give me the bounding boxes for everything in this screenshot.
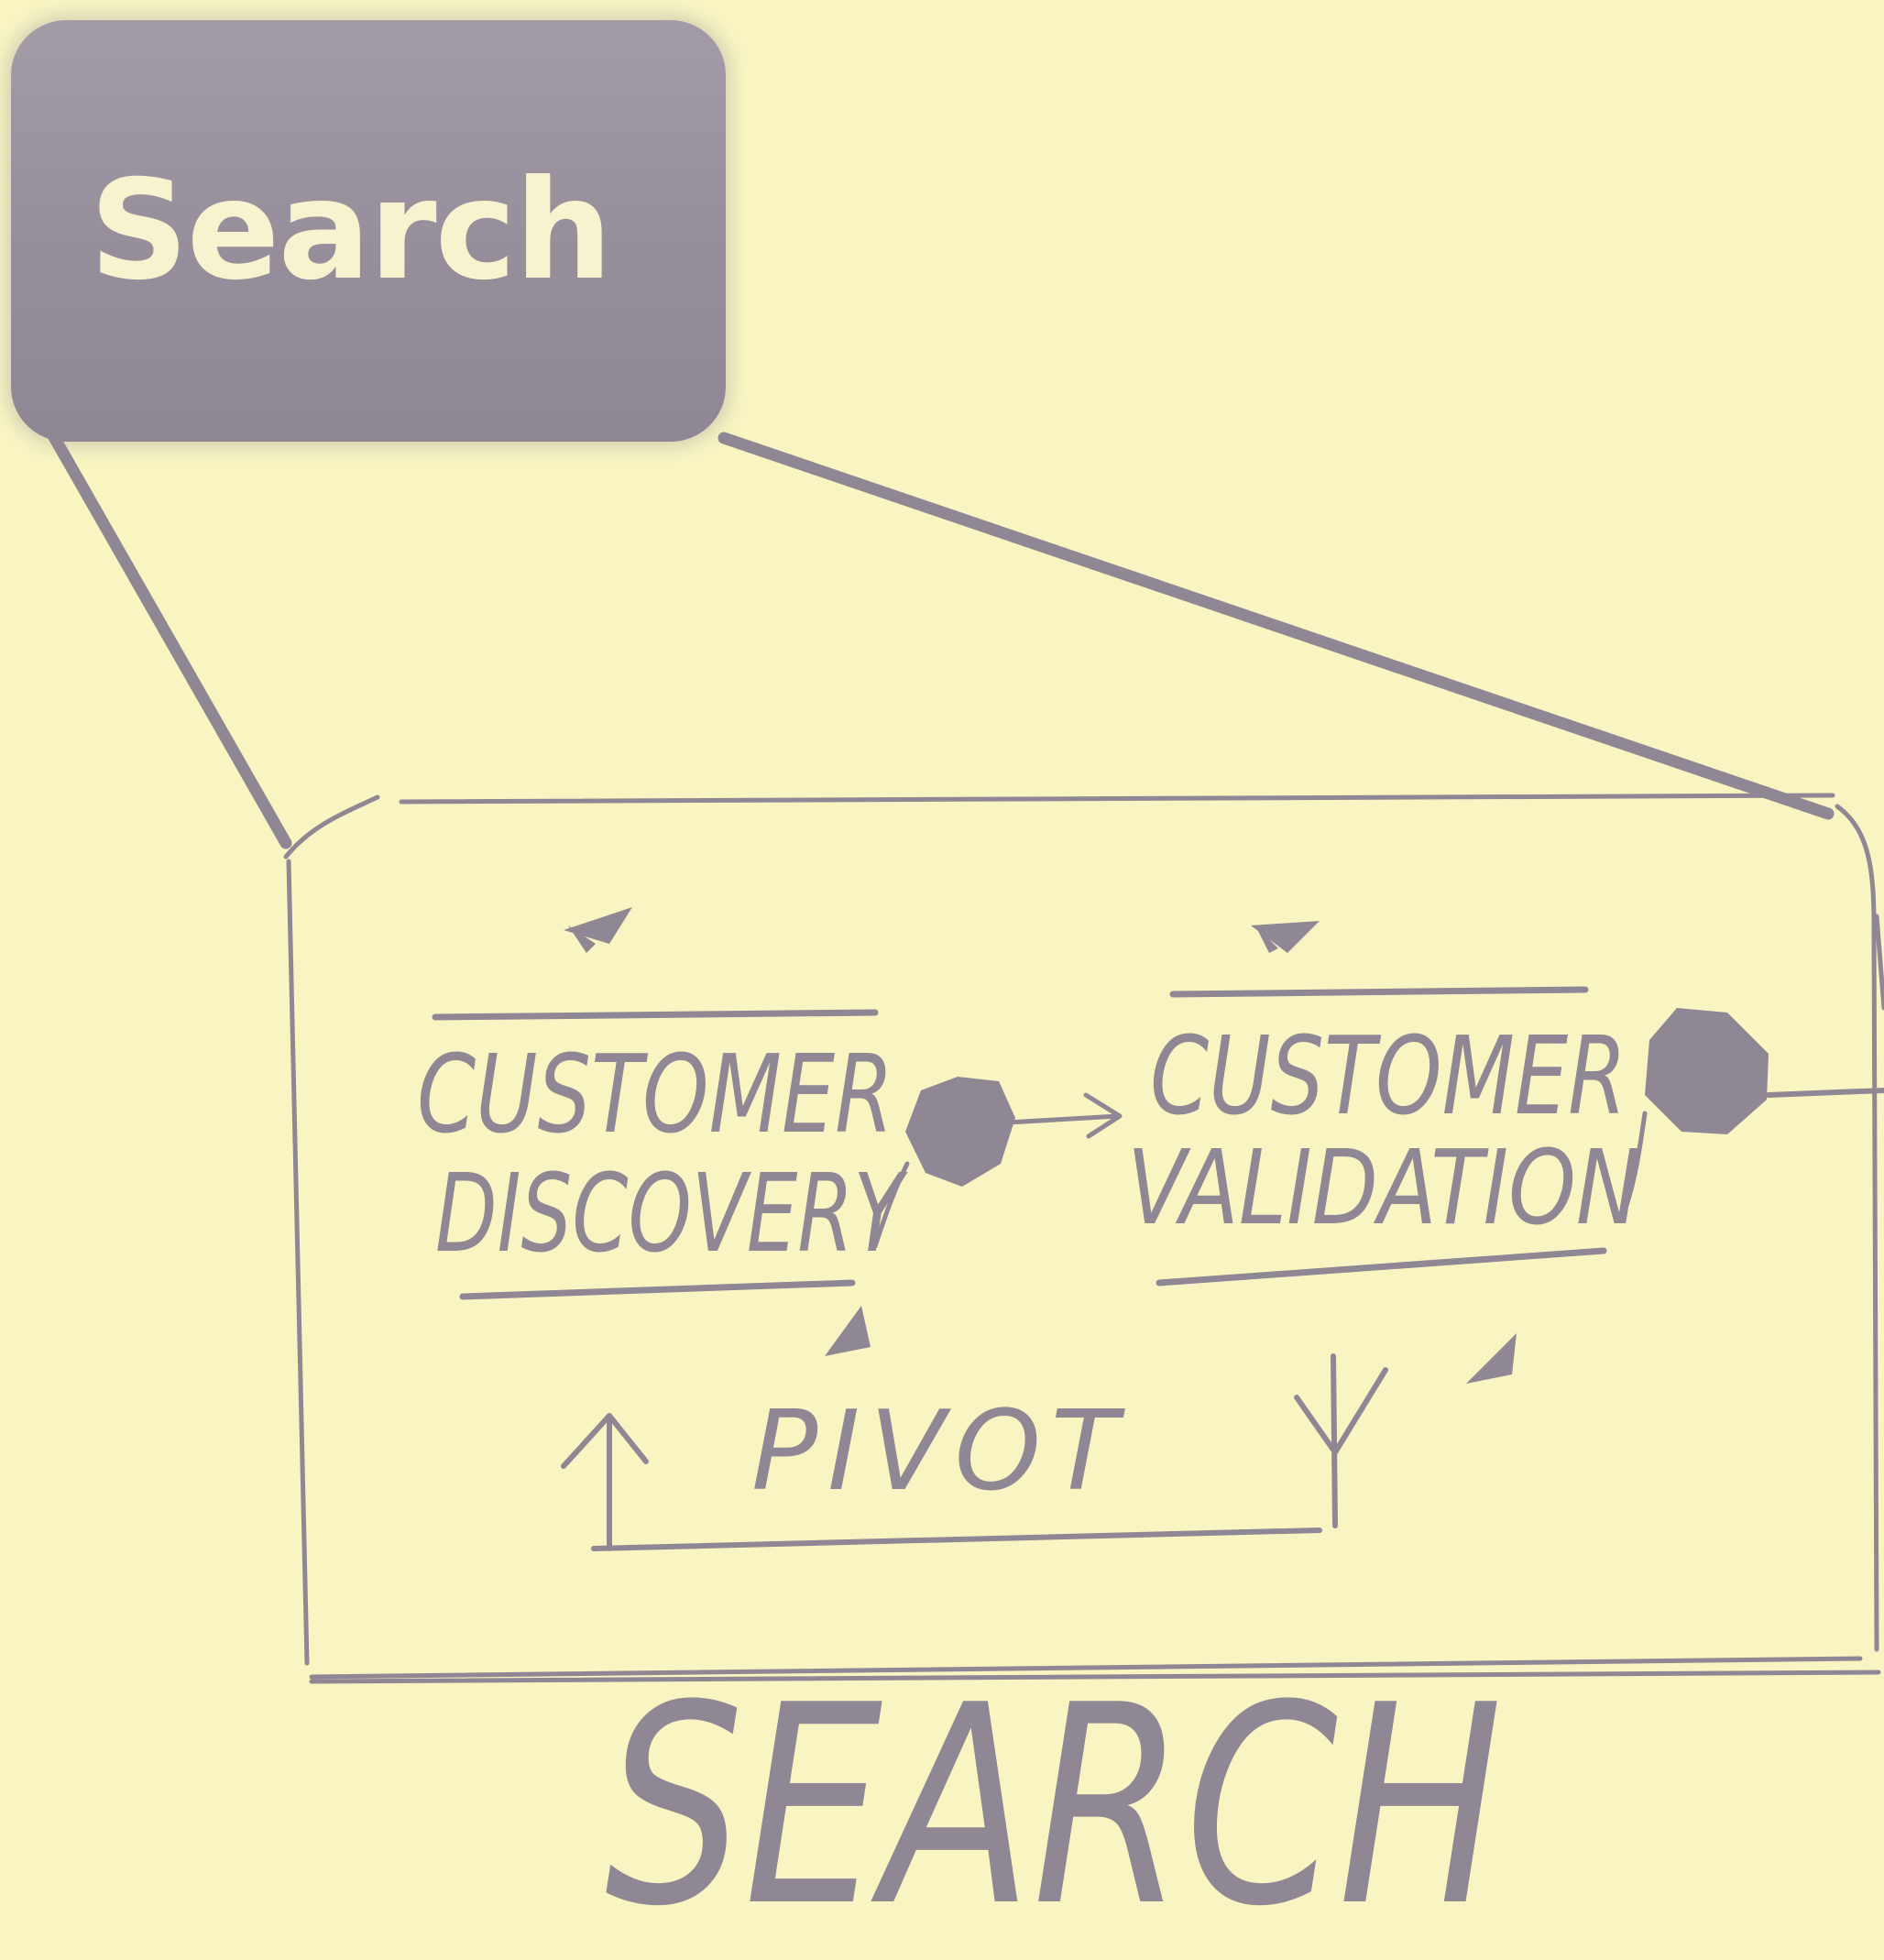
dot2-tail	[1624, 1111, 1648, 1208]
frame-outline	[283, 793, 1879, 1680]
frame-right-edge	[1874, 914, 1884, 1011]
step2-overline	[1169, 986, 1589, 998]
flow-arrow-line	[1005, 1113, 1121, 1125]
small-arrow-2	[1251, 921, 1320, 953]
pivot-loop-line	[591, 1353, 1338, 1551]
zoom-line-left	[44, 424, 292, 849]
step1-line2: DISCOVERY	[435, 1150, 908, 1276]
search-header-box: Search	[11, 20, 726, 442]
frame-bottom-line	[309, 1670, 1881, 1684]
step2-line2: VALIDATION	[1127, 1129, 1640, 1248]
small-arrow-4	[1466, 1333, 1517, 1384]
step2-underline	[1156, 1247, 1607, 1287]
zoom-line-right	[717, 432, 1835, 820]
step1-line1: CUSTOMER	[417, 1031, 893, 1157]
search-header-label: Search	[89, 151, 613, 311]
dot1-tail	[872, 1161, 910, 1249]
flow-arrow-head	[1083, 1092, 1123, 1139]
bottom-search-label: SEARCH	[605, 1647, 1503, 1960]
pivot-up-arrowhead	[561, 1413, 649, 1469]
step1-underline	[459, 1279, 856, 1300]
dot-discovery	[905, 1077, 1015, 1187]
exit-line	[1766, 1088, 1884, 1098]
small-arrow-1	[564, 907, 632, 953]
step1-overline	[432, 1009, 879, 1021]
pivot-label: PIVOT	[751, 1388, 1126, 1516]
pivot-down-arrowhead	[1294, 1367, 1388, 1455]
step2-line1: CUSTOMER	[1150, 1013, 1627, 1139]
dot-validation	[1645, 1008, 1769, 1134]
small-arrow-3	[825, 1306, 871, 1356]
